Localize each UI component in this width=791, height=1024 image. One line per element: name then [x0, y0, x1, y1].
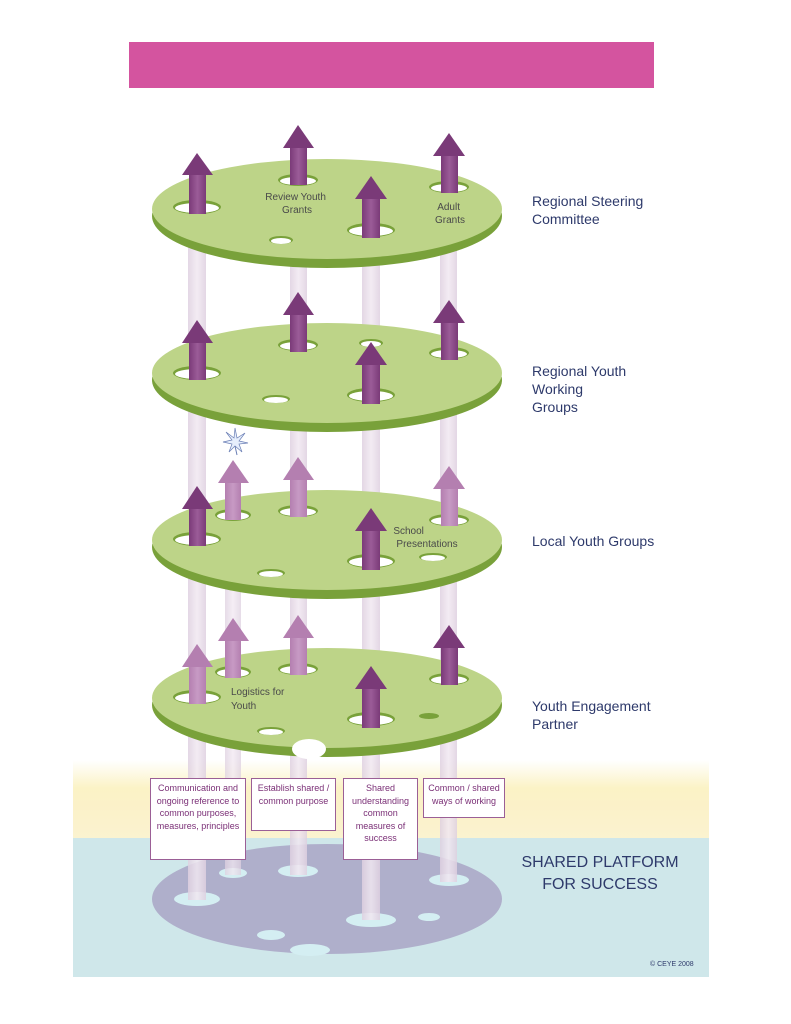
level-label-local-groups: Local Youth Groups [532, 533, 655, 549]
foundation-box-ways-of-working: Common / shared ways of working [423, 778, 505, 818]
disc-text-line: Grants [435, 215, 465, 226]
arrow-up-icon [283, 292, 314, 352]
arrow-up-icon [355, 342, 387, 404]
arrow-up-icon [182, 486, 213, 546]
copyright: © CEYE 2008 [650, 961, 694, 968]
arrow-up-icon [218, 618, 249, 678]
arrow-up-icon [433, 133, 465, 193]
foundation-box-communication: Communication and ongoing reference to c… [150, 778, 246, 860]
star-burst-icon [222, 427, 249, 456]
platform-label: SHARED PLATFORM FOR SUCCESS [520, 852, 680, 896]
level-label-steering: Regional Steering Committee [532, 193, 644, 227]
disc-text-line: Review Youth [265, 192, 326, 203]
arrow-up-icon [283, 125, 314, 185]
disc-text-logistics: Logistics for Youth [231, 687, 287, 712]
disc-text-line: School [393, 526, 424, 537]
arrow-up-icon [182, 153, 213, 214]
arrow-up-icon [283, 457, 314, 517]
platform-label-line-1: SHARED PLATFORM [521, 854, 679, 871]
arrow-up-icon [355, 666, 387, 728]
disc-text-line: Logistics for [231, 687, 285, 698]
disc-text-line: Presentations [396, 539, 457, 550]
arrow-up-icon [218, 460, 249, 520]
arrow-up-icon [433, 625, 465, 685]
arrow-up-icon [182, 644, 213, 704]
platform-label-line-2: FOR SUCCESS [542, 876, 658, 893]
level-label-working-groups: Regional Youth Working Groups [532, 363, 627, 415]
arrow-up-icon [355, 176, 387, 238]
disc-text-line: Adult [437, 202, 460, 213]
disc-text-school-presentations: School Presentations [393, 526, 457, 550]
arrow-up-icon [433, 300, 465, 360]
foundation-box-measures: Shared understanding common measures of … [343, 778, 418, 860]
arrow-up-icon [355, 508, 387, 570]
disc-text-adult-grants: Adult Grants [435, 202, 465, 226]
arrows [182, 125, 465, 728]
disc-text-line: Youth [231, 701, 256, 712]
disc-text-line: Grants [282, 205, 312, 216]
arrow-up-icon [433, 466, 465, 526]
disc-level-2 [152, 323, 502, 432]
title-banner [129, 42, 654, 88]
disc-text-review-grants: Review Youth Grants [265, 192, 328, 216]
arrow-up-icon [283, 615, 314, 675]
foundation-box-purpose: Establish shared / common purpose [251, 778, 336, 831]
level-label-engagement: Youth Engagement Partner [532, 698, 651, 732]
arrow-up-icon [182, 320, 213, 380]
